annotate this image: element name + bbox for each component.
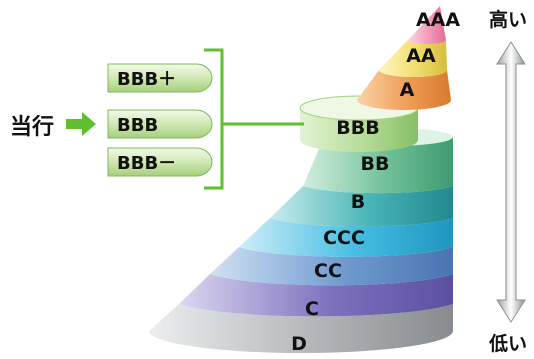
current-bank-label: 当行 bbox=[10, 114, 54, 140]
tier-b: B bbox=[270, 186, 453, 227]
tier-c: C bbox=[179, 274, 453, 320]
tier-label-a: A bbox=[400, 79, 415, 101]
sub-rating-pill-minus: BBB－ bbox=[107, 147, 213, 177]
tier-cc: CC bbox=[210, 247, 453, 286]
tier-label-bbb: BBB bbox=[336, 117, 379, 139]
bracket-connector bbox=[204, 48, 304, 190]
scale-high-label: 高い bbox=[489, 8, 527, 31]
sub-rating-label-plus: BBB＋ bbox=[117, 69, 176, 90]
tier-a: A bbox=[357, 70, 451, 110]
tier-aaa: AAA bbox=[408, 6, 460, 44]
tier-label-d: D bbox=[291, 333, 307, 355]
tier-ccc: CCC bbox=[239, 218, 453, 257]
sub-rating-label-minus: BBB－ bbox=[117, 153, 176, 174]
tier-label-aa: AA bbox=[406, 45, 436, 67]
tier-d: D bbox=[149, 304, 453, 355]
sub-rating-pill-plus: BBB＋ bbox=[107, 63, 213, 93]
scale-low-label: 低い bbox=[488, 332, 527, 355]
scale-arrow-icon bbox=[496, 41, 526, 323]
sub-rating-label-flat: BBB bbox=[117, 115, 158, 136]
tier-label-aaa: AAA bbox=[416, 9, 460, 31]
tier-label-cc: CC bbox=[314, 260, 342, 282]
tier-aa: AA bbox=[379, 40, 447, 77]
current-arrow-icon bbox=[66, 112, 96, 136]
tier-label-bb: BB bbox=[361, 153, 390, 175]
tier-label-b: B bbox=[351, 191, 365, 213]
tier-label-ccc: CCC bbox=[323, 227, 365, 249]
sub-rating-pill-flat: BBB bbox=[107, 109, 213, 139]
tier-label-c: C bbox=[305, 298, 319, 320]
